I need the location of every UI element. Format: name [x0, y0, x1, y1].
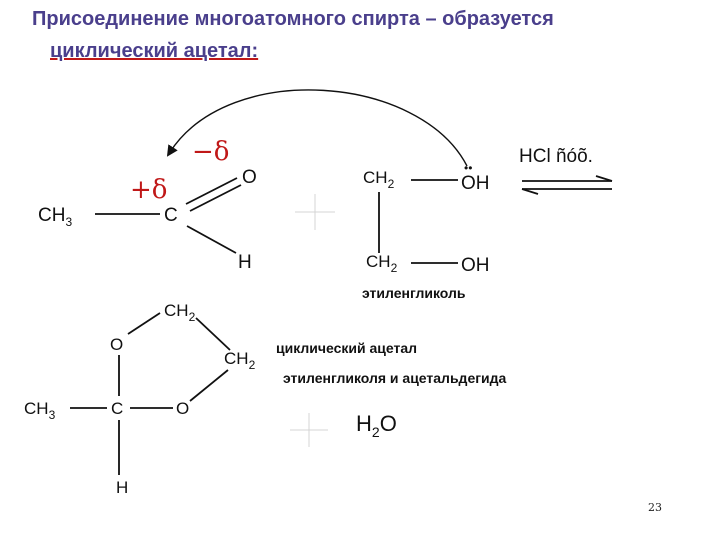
equilibrium-arrows — [521, 175, 613, 195]
catalyst-label: HCl ñóõ. — [519, 146, 593, 167]
water-label: H2O — [356, 411, 397, 440]
c-o-double-bond-a — [185, 177, 238, 205]
acetal-name-line-1: циклический ацетал — [276, 340, 417, 356]
partial-positive-charge: +δ — [130, 175, 167, 205]
glycol-oh-bottom-label: OH — [461, 255, 490, 276]
acetaldehyde: −δ +δ CH3 C O H — [38, 137, 257, 273]
glycol-oh-top-label: OH — [461, 173, 490, 194]
partial-negative-charge: −δ — [192, 137, 229, 167]
acetal-ch2-right-label: CH2 — [224, 349, 256, 372]
ethylene-glycol-name: этиленгликоль — [362, 285, 466, 301]
nucleophilic-attack-arrow — [166, 89, 468, 167]
acetal-name-line-2: этиленгликоля и ацетальдегида — [283, 370, 507, 386]
faint-plus-sign-lower — [290, 413, 328, 447]
glycol-ch2-top-label: CH2 — [363, 168, 395, 191]
ring-bond-ch2-ch2 — [195, 317, 231, 351]
acetal-ch3-label: CH3 — [24, 399, 56, 422]
aldehyde-hydrogen-label: H — [238, 252, 252, 273]
slide-title: Присоединение многоатомного спирта – обр… — [32, 8, 554, 30]
aldehyde-ch3-label: CH3 — [38, 205, 72, 229]
faint-plus-sign-upper — [295, 194, 335, 230]
carbonyl-oxygen-label: O — [242, 167, 257, 188]
c-o-double-bond-b — [189, 184, 242, 212]
acetal-o-right-label: O — [176, 399, 189, 418]
acetal-o-top-label: O — [110, 335, 123, 354]
ring-bond-o-ch2 — [127, 312, 161, 335]
lone-pair-dots: •• — [464, 161, 472, 175]
carbonyl-carbon-label: C — [164, 205, 178, 226]
acetal-carbon-label: C — [111, 399, 123, 418]
ethylene-glycol: CH2 OH •• CH2 OH этиленгликоль — [362, 161, 490, 301]
acetal-ch2-top-label: CH2 — [164, 301, 196, 324]
c-h-bond — [186, 225, 237, 254]
glycol-ch2-bottom-label: CH2 — [366, 252, 398, 275]
page-number: 23 — [648, 501, 662, 514]
ring-bond-ch2-o — [189, 369, 229, 402]
cyclic-acetal: CH2 O CH2 O C CH3 H циклический ацетал э… — [24, 301, 507, 497]
acetal-hydrogen-label: H — [116, 478, 128, 497]
slide-subtitle: циклический ацетал: — [50, 40, 259, 62]
